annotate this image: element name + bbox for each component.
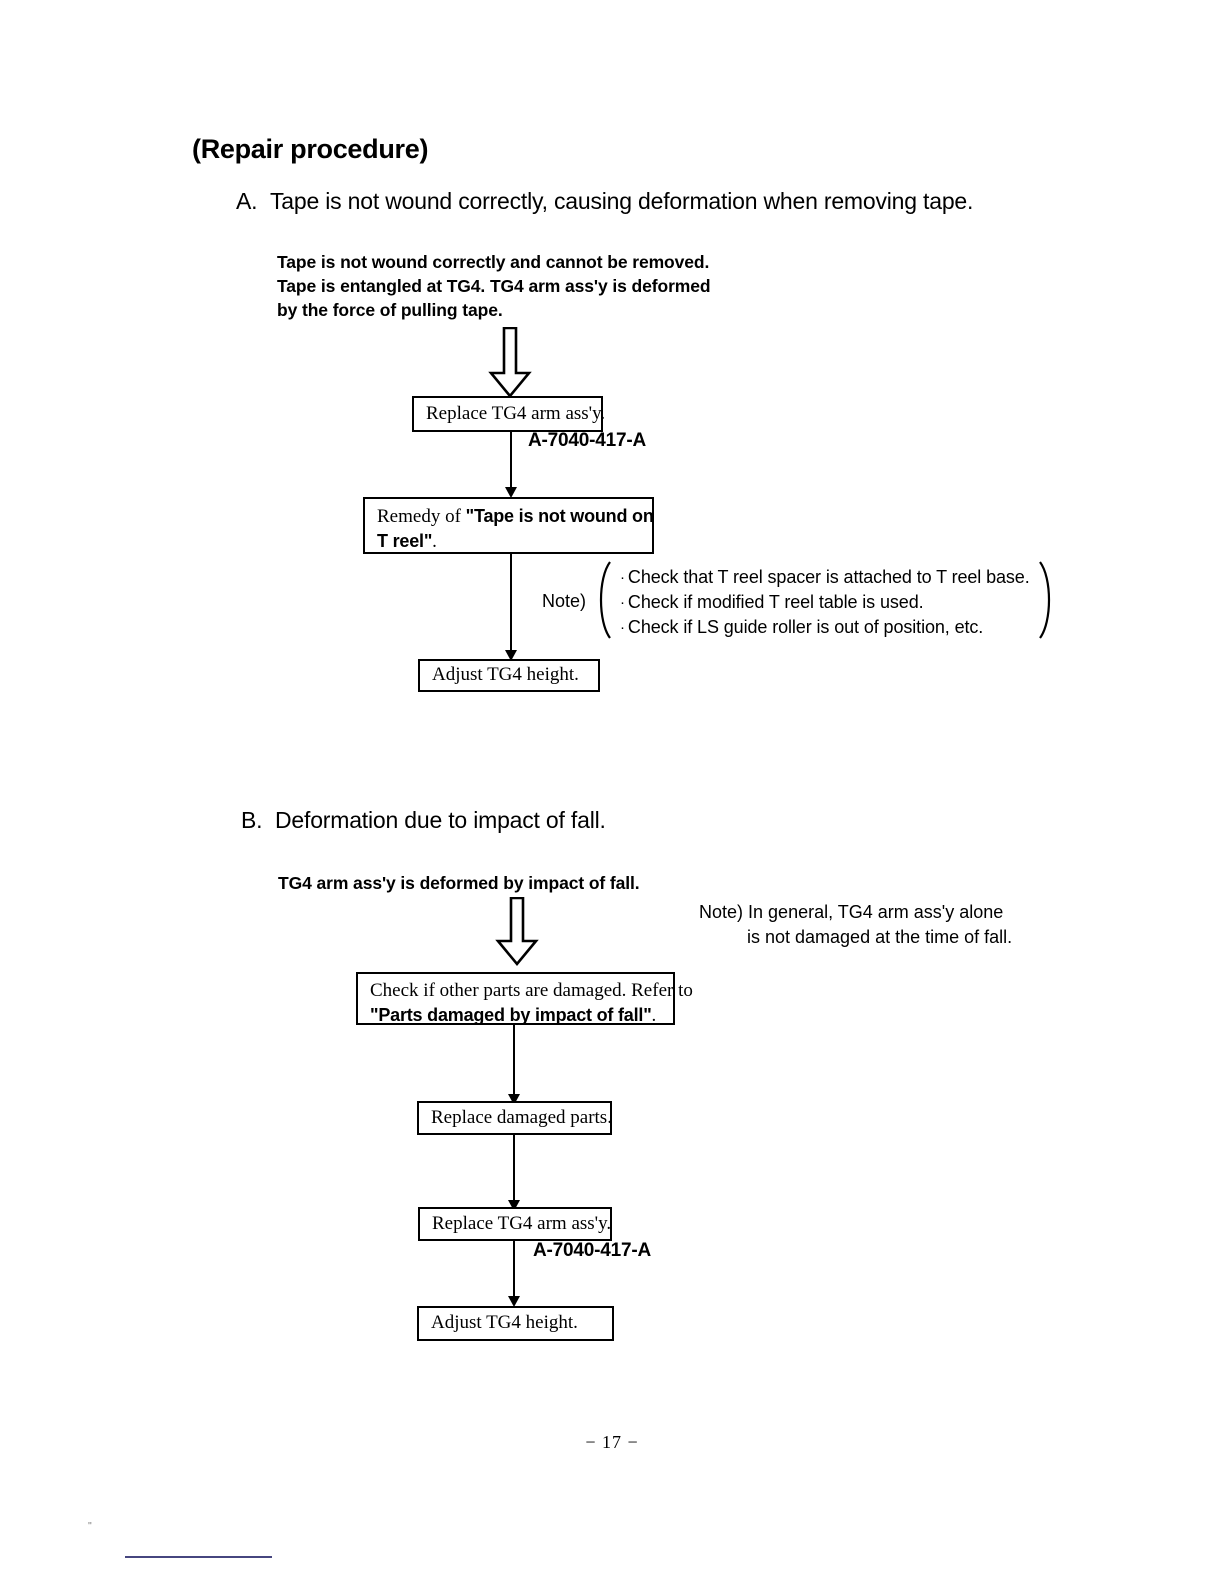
note-item-text: Check if modified T reel table is used. [627, 592, 924, 612]
flow-box-label: Replace damaged parts. [431, 1106, 612, 1128]
page-title: (Repair procedure) [192, 134, 429, 164]
section-a-heading-text: Tape is not wound correctly, causing def… [270, 188, 974, 214]
flow-box-label: Replace TG4 arm ass'y. [426, 402, 606, 424]
note-label: Note) [542, 591, 587, 611]
bullet-dot-icon: · [620, 569, 625, 586]
flow-box-remedy-tape-not-wound: Remedy of "Tape is not wound on T reel". [363, 497, 654, 554]
block-arrow-down-icon [487, 326, 533, 404]
flow-box-label: Adjust TG4 height. [431, 1312, 578, 1333]
flow-box-line-1: Remedy of "Tape is not wound on [377, 504, 654, 529]
note-item-text: Check that T reel spacer is attached to … [627, 567, 1030, 587]
section-a-note: Note) ·Check that T reel spacer is attac… [542, 560, 1058, 645]
note-line-2: is not damaged at the time of fall. [747, 927, 1013, 947]
note-item: ·Check that T reel spacer is attached to… [620, 567, 1030, 587]
flow-box-line-2: T reel". [377, 529, 654, 554]
flow-box-line-2-quoted: T reel" [377, 531, 433, 551]
note-item: ·Check if modified T reel table is used. [620, 590, 1030, 615]
flow-box-line-1-plain: Remedy of [377, 506, 466, 527]
flow-box-replace-damaged-parts: Replace damaged parts. [417, 1101, 612, 1135]
section-b-letter: B. [241, 807, 263, 833]
flow-box-label: Replace TG4 arm ass'y. [432, 1212, 612, 1234]
flow-box-check-other-parts: Check if other parts are damaged. Refer … [356, 972, 693, 1026]
connector-line [513, 1025, 515, 1103]
section-a-letter: A. [236, 188, 258, 214]
note-label: Note) [699, 902, 744, 922]
section-b-symptom: TG4 arm ass'y is deformed by impact of f… [278, 873, 640, 893]
block-arrow-down-icon [494, 896, 540, 972]
flow-box-label: Adjust TG4 height. [432, 664, 579, 685]
arrowhead-icon [505, 487, 517, 498]
scan-artifact-line [125, 1556, 272, 1558]
arrowhead-icon [505, 650, 517, 661]
flow-box-line-1-quoted: "Tape is not wound on [465, 506, 654, 526]
page-number: − 17 − [585, 1432, 639, 1452]
flow-box-line-2-quoted: "Parts damaged by impact of fall" [370, 1005, 652, 1025]
section-b-note: Note) In general, TG4 arm ass'y alone is… [699, 900, 1012, 950]
part-number-b3: A-7040-417-A [533, 1240, 651, 1261]
flow-box-line-2: "Parts damaged by impact of fall". [370, 1003, 693, 1028]
paren-left-icon [592, 560, 614, 645]
flow-box-line-2-plain: . [651, 1005, 657, 1026]
paren-right-icon [1036, 560, 1058, 645]
bullet-dot-icon: · [620, 619, 625, 636]
flow-box-replace-tg4-arm-b: Replace TG4 arm ass'y. [418, 1207, 612, 1241]
connector-line [513, 1135, 515, 1209]
flow-box-line-2-plain: . [432, 531, 437, 552]
section-b-heading-text: Deformation due to impact of fall. [275, 807, 606, 833]
section-a-symptom: Tape is not wound correctly and cannot b… [277, 252, 711, 320]
flow-box-adjust-tg4-height-a: Adjust TG4 height. [418, 659, 600, 692]
connector-line [513, 1241, 515, 1305]
scan-artifact-speck: '' [88, 1521, 92, 1532]
note-item-list: ·Check that T reel spacer is attached to… [614, 565, 1036, 640]
arrowhead-icon [508, 1094, 520, 1105]
connector-line [510, 432, 512, 490]
arrowhead-icon [508, 1200, 520, 1211]
arrowhead-icon [508, 1296, 520, 1307]
part-number-a1: A-7040-417-A [528, 430, 646, 451]
section-a-heading: A. Tape is not wound correctly, causing d… [236, 188, 973, 215]
bullet-dot-icon: · [620, 594, 625, 611]
note-line-1: In general, TG4 arm ass'y alone [748, 902, 1004, 922]
note-item-text: Check if LS guide roller is out of posit… [627, 617, 984, 637]
note-item: ·Check if LS guide roller is out of posi… [620, 615, 1030, 640]
flow-box-replace-tg4-arm-a: Replace TG4 arm ass'y. [412, 396, 606, 432]
connector-line [510, 554, 512, 655]
flow-box-line-1: Check if other parts are damaged. Refer … [370, 980, 693, 1001]
flow-box-adjust-tg4-height-b: Adjust TG4 height. [417, 1306, 614, 1341]
section-b-heading: B. Deformation due to impact of fall. [241, 807, 606, 834]
